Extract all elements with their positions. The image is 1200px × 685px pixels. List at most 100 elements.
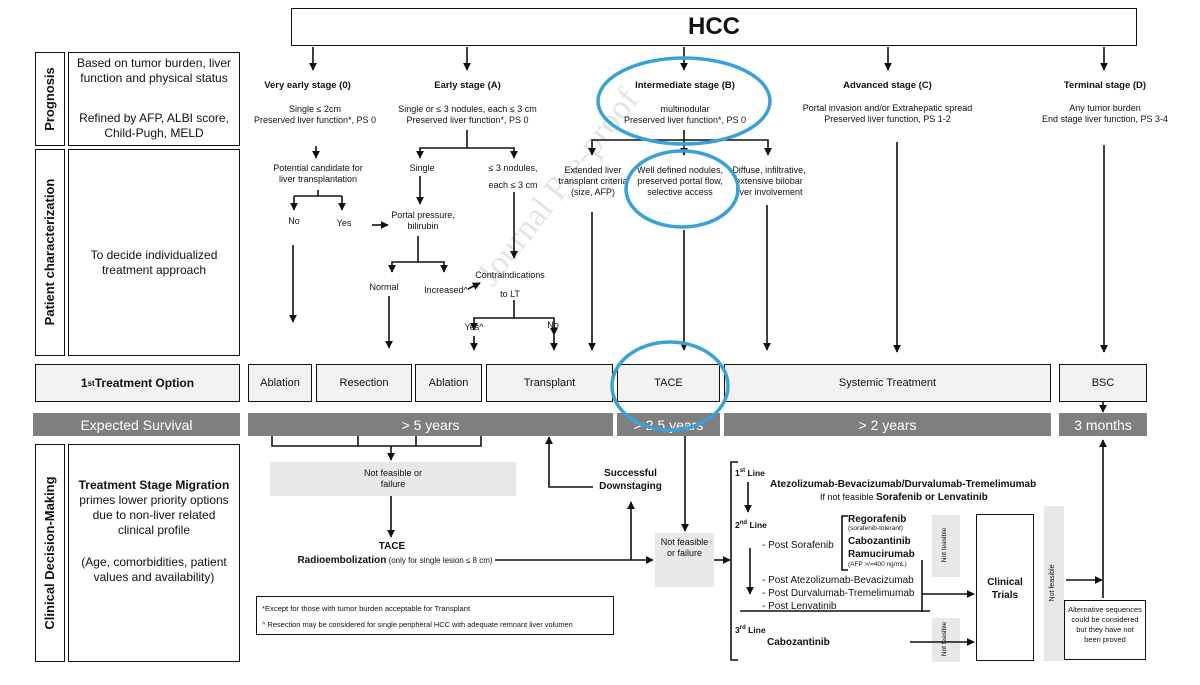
extended-criteria-text: Extended liver transplant criteria (size… [558, 165, 628, 197]
clinical-trials-box [976, 514, 1034, 661]
very-early-stage-line1: Single ≤ 2cm [289, 104, 341, 114]
intermediate-stage-line1: multinodular [660, 104, 710, 114]
ablation-option-1: Ablation [248, 364, 312, 402]
third-line-drug: Cabozantinib [767, 637, 830, 648]
radioembolization-note: (only for single lesion ≤ 8 cm) [386, 556, 493, 565]
expected-survival-label: Expected Survival [33, 413, 240, 436]
normal-label: Normal [369, 282, 399, 292]
patient-desc: To decide individualized treatment appro… [90, 248, 218, 277]
three-nodules-label: ≤ 3 nodules, [488, 163, 538, 173]
ablation-option-1-text: Ablation [260, 377, 300, 389]
clinical-desc-bold: Treatment Stage Migration [78, 478, 230, 492]
contraindications-label-2: to LT [500, 289, 520, 299]
no-label: No [288, 216, 300, 226]
well-defined-text: Well defined nodules, preserved portal f… [637, 165, 723, 197]
first-line-sup: st [739, 468, 746, 474]
radioembolization-bold: Radioembolization [297, 555, 387, 566]
third-line-label: 3rd Line [735, 623, 775, 636]
early-stage-line2: Preserved liver function*, PS 0 [406, 115, 529, 125]
prognosis-desc-2: Refined by AFP, ALBI score, Child-Pugh, … [79, 111, 229, 140]
regorafenib-text: Regorafenib [848, 514, 907, 525]
advanced-stage-line1: Portal invasion and/or Extrahepatic spre… [802, 103, 973, 113]
highlight-intermediate-circle [596, 56, 772, 146]
radioembolization-text: Radioembolization (only for single lesio… [285, 555, 505, 566]
advanced-stage-title: Advanced stage (C) [843, 80, 932, 91]
highlight-welldef-circle [624, 149, 740, 229]
tace-option-text: TACE [654, 377, 683, 389]
prognosis-desc-1: Based on tumor burden, liver function an… [76, 56, 232, 85]
ablation-option-2: Ablation [415, 364, 482, 402]
transplant-candidate-text: Potential candidate for liver transplant… [273, 163, 363, 184]
second-line-num: 2 [735, 519, 740, 530]
tace-option: TACE [617, 364, 720, 402]
transplant-option: Transplant [486, 364, 613, 402]
first-line-word: Line [745, 467, 765, 478]
hcc-header: HCC [291, 8, 1137, 46]
prognosis-desc-cell [68, 52, 240, 146]
footnote-1: *Except for those with tumor burden acce… [262, 604, 471, 613]
terminal-stage-line1: Any tumor burden [1069, 103, 1141, 113]
three-nodules-label-2: each ≤ 3 cm [488, 180, 538, 190]
yes-label: Yes [336, 218, 352, 228]
systemic-treatment-option: Systemic Treatment [724, 364, 1051, 402]
sorafenib-bracket [841, 515, 848, 571]
third-line-num: 3 [735, 624, 740, 635]
regorafenib-note: (sorafenib-tolerant) [848, 525, 903, 532]
cabozantinib-text: Cabozantinib [848, 536, 911, 547]
early-stage-line1: Single or ≤ 3 nodules, each ≤ 3 cm [398, 104, 537, 114]
intermediate-stage-line2: Preserved liver function*, PS 0 [623, 115, 747, 125]
arrow-increased-contra [467, 282, 481, 290]
very-early-stage-title: Very early stage (0) [264, 80, 351, 91]
first-line-alternative: If not feasible Sorafenib or Lenvatinib [820, 492, 1000, 503]
first-option-label-sup: st [87, 378, 95, 388]
prognosis-label-cell [35, 52, 65, 146]
clinical-desc-2: (Age, comorbidities, patient values and … [81, 555, 227, 584]
clinical-desc-cell [68, 444, 240, 662]
single-label: Single [409, 163, 435, 173]
alternative-text: Alternative sequences could be considere… [1068, 605, 1142, 644]
first-line-nf: If not feasible [820, 492, 877, 502]
post-atezo-text: - Post Atezolizumab-Bevacizumab [762, 575, 914, 586]
first-line-label: 1st Line [735, 466, 775, 479]
bracket-options [271, 436, 482, 447]
post-lenva-text: - Post Lenvatinib [762, 601, 837, 612]
ramucirumab-note: (AFP >/=400 ng/mL) [848, 561, 907, 568]
clinical-desc: Treatment Stage Migration primes lower p… [76, 478, 232, 538]
systemic-treatment-option-text: Systemic Treatment [838, 377, 937, 389]
expected-survival-text: Expected Survival [80, 416, 193, 433]
first-line-num: 1 [735, 467, 740, 478]
survival-3-months-text: 3 months [1074, 416, 1132, 433]
post-durva-text: - Post Durvalumab-Tremelimumab [762, 588, 915, 599]
early-stage-title: Early stage (A) [434, 80, 501, 91]
terminal-stage-title: Terminal stage (D) [1063, 80, 1147, 91]
first-line-drug: Atezolizumab-Bevacizumab/Durvalumab-Trem… [770, 479, 1037, 490]
footnote-box [256, 596, 614, 635]
not-feasible-failure-box [270, 462, 516, 496]
successful-downstaging-text: Successful Downstaging [599, 468, 662, 492]
survival-5-years-text: > 5 years [401, 416, 460, 433]
intermediate-stage-title: Intermediate stage (B) [635, 80, 735, 91]
bsc-option: BSC [1059, 364, 1147, 402]
ablation-option-2-text: Ablation [428, 377, 469, 389]
second-line-word: Line [747, 519, 767, 530]
ramucirumab-text: Ramucirumab [848, 549, 915, 560]
very-early-stage-line2: Preserved liver function*, PS 0 [253, 115, 377, 125]
advanced-stage-line2: Preserved liver function, PS 1-2 [824, 114, 951, 124]
diffuse-text: Diffuse, infiltrative, extensive bilobar… [732, 165, 806, 197]
third-line-sup: rd [739, 625, 746, 631]
survival-bar-2-years: > 2 years [724, 413, 1051, 436]
terminal-stage-line2: End stage liver function, PS 3-4 [1041, 114, 1169, 124]
portal-pressure-text: Portal pressure, bilirubin [391, 210, 455, 231]
highlight-tace-circle [610, 340, 730, 432]
systemic-bracket [730, 461, 738, 661]
first-option-label-prefix: 1 [80, 376, 88, 390]
post-sorafenib-text: - Post Sorafenib [762, 540, 834, 551]
clinical-trials-text: Clinical Trials [987, 577, 1023, 601]
contra-split [470, 317, 558, 336]
intermediate-split [588, 139, 772, 156]
contraindications-label: Contraindications [475, 270, 545, 280]
arrow-downstaging-transplant [545, 436, 593, 488]
not-feasible-failure-text: Not feasible or failure [363, 468, 423, 489]
